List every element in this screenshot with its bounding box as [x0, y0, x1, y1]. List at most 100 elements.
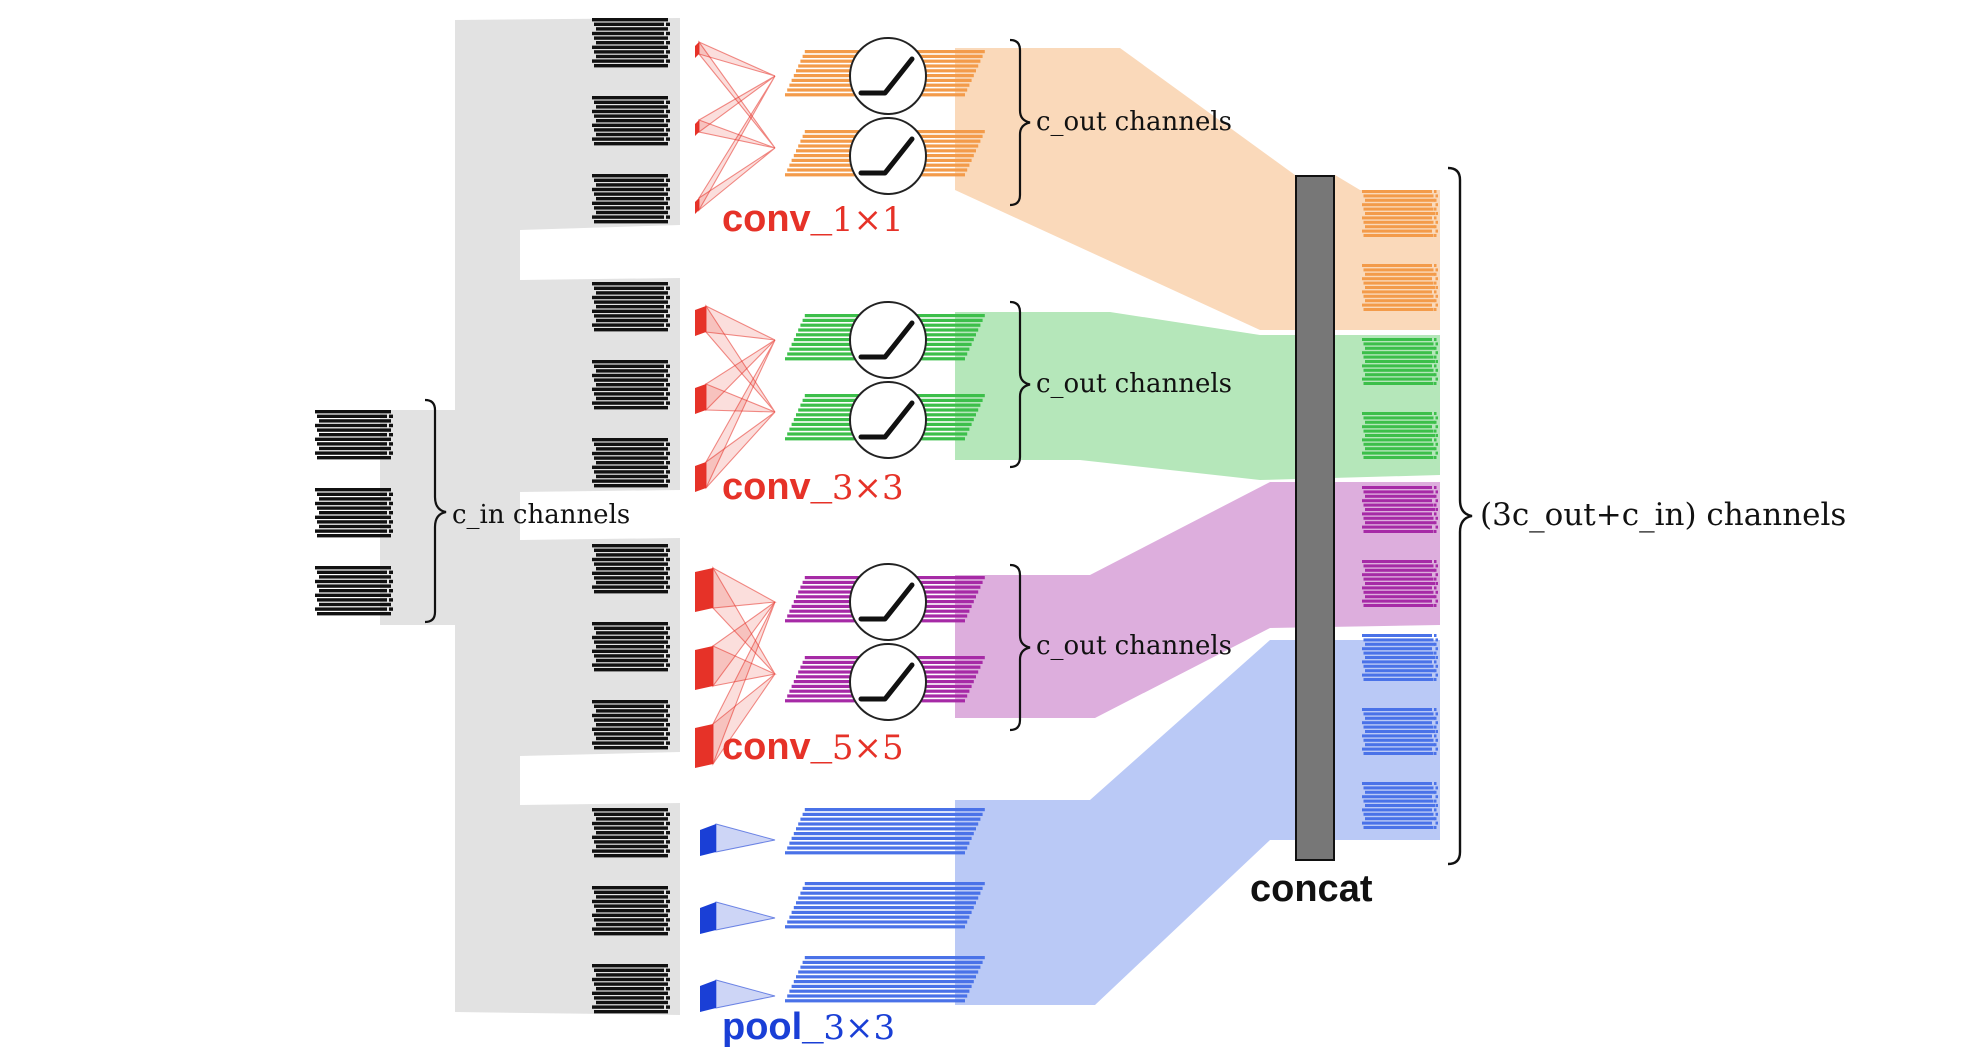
feature-map-row: [787, 846, 968, 850]
feature-map-tick: [664, 369, 668, 373]
output-channels-label: (3c_out+c_in) channels: [1480, 497, 1847, 533]
feature-map-row: [315, 501, 387, 506]
feature-map-row: [596, 210, 664, 215]
feature-map-row: [1365, 346, 1435, 350]
feature-map-row: [1365, 420, 1435, 424]
feature-map-tick: [666, 987, 670, 991]
feature-map-tick: [666, 392, 670, 396]
feature-map-row: [315, 515, 387, 519]
feature-map-tick: [664, 590, 668, 594]
feature-map-tick: [664, 727, 668, 731]
feature-map-tick: [666, 909, 670, 913]
feature-map-tick: [1434, 308, 1437, 311]
feature-map-row: [594, 220, 664, 224]
feature-map-row: [1365, 272, 1435, 276]
feature-map-row: [1362, 290, 1432, 294]
feature-map-row: [317, 442, 387, 446]
concat-label: concat: [1250, 868, 1373, 910]
branch-4-input-map-1: [592, 808, 670, 858]
relu-icon: [849, 381, 927, 459]
feature-map-tick: [1434, 642, 1437, 646]
feature-map-row: [319, 575, 387, 579]
feature-map-tick: [1434, 346, 1437, 350]
feature-map-tick: [1434, 752, 1437, 755]
feature-map-tick: [1434, 530, 1437, 533]
feature-map-row: [592, 544, 664, 548]
feature-map-row: [592, 401, 664, 405]
feature-map-row: [594, 364, 664, 368]
feature-map-tick: [1435, 647, 1438, 651]
feature-map-row: [596, 318, 664, 323]
branch-1-input-map-1: [592, 18, 670, 68]
relu-circle: [849, 301, 927, 379]
feature-map-row: [1365, 286, 1435, 289]
feature-map-row: [592, 137, 664, 141]
feature-map-tick: [666, 109, 670, 114]
feature-map-row: [594, 1010, 664, 1014]
feature-map-row: [791, 910, 972, 914]
feature-map-row: [1362, 808, 1432, 812]
feature-map-row: [1362, 734, 1432, 738]
feature-map-row: [1363, 490, 1434, 494]
feature-map-row: [592, 849, 664, 853]
feature-map-tick: [664, 700, 668, 704]
feature-map-row: [594, 826, 664, 830]
feature-map-row: [1363, 725, 1434, 729]
feature-map-row: [596, 383, 664, 387]
feature-map-row: [594, 114, 664, 118]
feature-map-row: [596, 183, 664, 187]
filter-wedge-icon: [700, 824, 716, 856]
feature-map-row: [596, 709, 664, 713]
filter-projection: [705, 411, 776, 490]
feature-map-tick: [664, 1000, 668, 1005]
feature-map-row: [317, 584, 387, 588]
feature-map-row: [592, 821, 664, 826]
feature-map-row: [1363, 638, 1434, 642]
feature-map-row: [1365, 743, 1435, 747]
concatenated-output-maps: [1362, 190, 1438, 829]
feature-map-tick: [664, 96, 668, 100]
feature-map-row: [592, 585, 664, 589]
feature-map-row: [592, 479, 664, 483]
feature-map-tick: [1434, 651, 1437, 655]
op-name: pool_: [722, 1006, 824, 1048]
feature-map-row: [592, 977, 664, 982]
feature-map-tick: [666, 635, 670, 640]
feature-map-tick: [666, 812, 670, 816]
feature-map-row: [804, 882, 985, 886]
feature-map-row: [596, 658, 664, 663]
feature-map-row: [1363, 786, 1434, 790]
feature-map-tick: [664, 291, 668, 295]
feature-map-tick: [1435, 721, 1438, 725]
filter-wedge-icon: [700, 980, 716, 1012]
feature-map-tick: [1435, 360, 1438, 363]
feature-map-tick: [1434, 438, 1437, 442]
feature-map-row: [594, 442, 664, 446]
feature-map-row: [1363, 194, 1434, 198]
feature-map-row: [592, 387, 664, 391]
feature-map-row: [800, 965, 981, 969]
feature-map-tick: [664, 447, 668, 451]
feature-map-tick: [664, 18, 668, 22]
feature-map-tick: [1435, 599, 1438, 603]
feature-map-tick: [666, 50, 670, 54]
feature-map-tick: [664, 736, 668, 741]
feature-map-row: [1363, 752, 1434, 755]
feature-map-row: [1363, 429, 1434, 433]
feature-map-tick: [1434, 716, 1437, 720]
feature-map-tick: [1434, 216, 1437, 220]
feature-map-row: [596, 580, 664, 585]
relu-curve: [858, 320, 915, 360]
feature-map-row: [1362, 216, 1432, 220]
feature-map-tick: [387, 602, 391, 607]
feature-map-tick: [1434, 338, 1437, 341]
feature-map-row: [317, 456, 387, 460]
feature-map-tick: [1435, 525, 1438, 529]
feature-map-tick: [387, 593, 391, 597]
feature-map-tick: [1434, 708, 1437, 711]
feature-map-row: [1363, 234, 1434, 237]
feature-map-tick: [387, 410, 391, 414]
branch-3-input-map-1: [592, 544, 670, 594]
feature-map-tick: [666, 461, 670, 465]
feature-map-tick: [1434, 734, 1437, 738]
